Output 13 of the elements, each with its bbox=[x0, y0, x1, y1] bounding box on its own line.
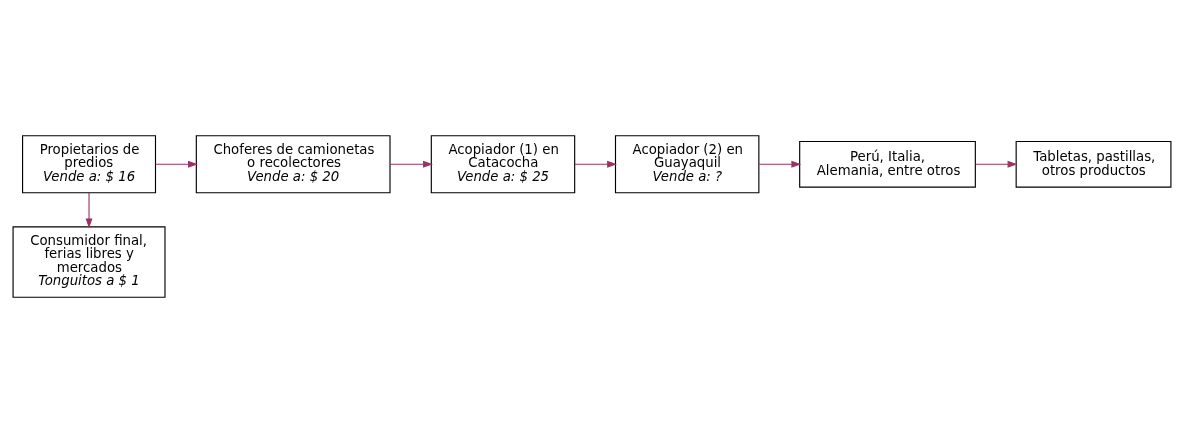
node-box: Acopiador (1) en Catacocha Vende a: $ 25 bbox=[430, 134, 576, 193]
node-box: Tabletas, pastillas, otros productos bbox=[1015, 140, 1172, 188]
node-box: Acopiador (2) en Guayaquil Vende a: ? bbox=[614, 134, 760, 193]
node-box: Choferes de camionetas o recolectores Vende a: $ 20 bbox=[195, 134, 391, 193]
arrow bbox=[155, 160, 198, 168]
arrow bbox=[758, 160, 802, 168]
node-box: Consumidor final, ferias libres y mercados Tonguitos a $ 1 bbox=[12, 225, 166, 298]
node-box: Propietarios de predios Vende a: $ 16 bbox=[22, 134, 157, 193]
arrow bbox=[85, 191, 93, 228]
arrow bbox=[574, 160, 617, 168]
arrow bbox=[975, 160, 1018, 168]
arrow bbox=[389, 160, 433, 168]
node-box: Perú, Italia, Alemania, entre otros bbox=[799, 140, 976, 188]
